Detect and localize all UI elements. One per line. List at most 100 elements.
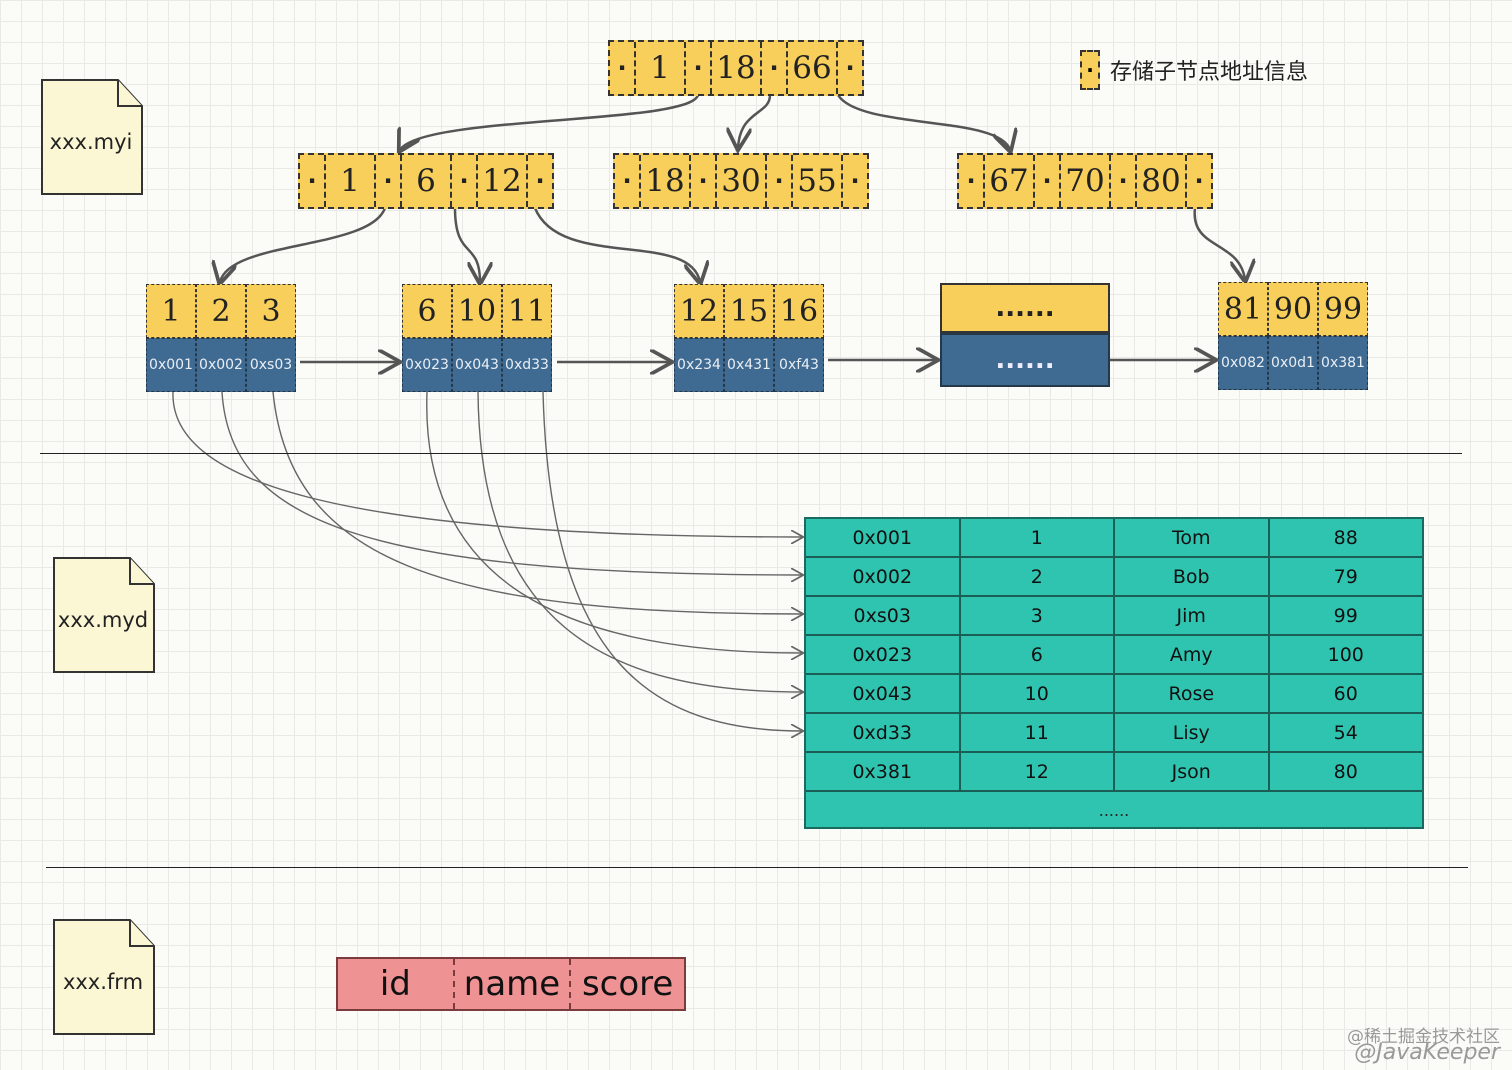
pointer-cell: · (610, 42, 636, 94)
table-row: 0xs03 3 Jim 99 (806, 597, 1422, 636)
myd-data-table: 0x001 1 Tom 88 0x002 2 Bob 79 0xs03 3 Ji… (804, 517, 1424, 829)
watermark-line2: @JavaKeeper (1354, 1040, 1500, 1065)
table-cell: Bob (1115, 558, 1270, 595)
table-cell: 60 (1333, 682, 1358, 705)
arrow-addr-to-row-4 (426, 391, 802, 653)
watermark-line1: @稀土掘金技术社区 (1347, 1027, 1500, 1047)
arrow-root-to-internal-2 (738, 94, 772, 148)
leaf-address: 0x234 (674, 338, 724, 392)
table-cell: Json (1115, 753, 1270, 790)
table-cell: 6 (961, 636, 1115, 673)
table-cell: 0x001 (806, 519, 961, 556)
file-icon-myd: xxx.myd (52, 556, 155, 673)
leaf-key: 15 (724, 284, 774, 338)
arrow-addr-to-row-6 (542, 391, 802, 731)
table-cell: 0x043 (806, 675, 961, 712)
table-cell: 11 (961, 714, 1115, 751)
leaf-node-4: 81 90 99 0x082 0x0d1 0x381 (1218, 282, 1368, 390)
table-cell: Lisy (1115, 714, 1270, 751)
key-cell: 18 (641, 155, 691, 207)
key-cell: 1 (636, 42, 686, 94)
table-cell: 10 (961, 675, 1115, 712)
frm-columns-box: id name score (336, 957, 686, 1011)
table-more-rows: ...... (1098, 801, 1130, 820)
table-cell: 0xd33 (806, 714, 961, 751)
key-cell: 67 (985, 155, 1035, 207)
pointer-cell: · (300, 155, 326, 207)
table-cell: 80 (1333, 760, 1358, 783)
pointer-cell: · (1035, 155, 1061, 207)
pointer-cell: · (850, 167, 860, 195)
key-cell: 55 (793, 155, 843, 207)
table-cell: Tom (1115, 519, 1270, 556)
pointer-cell: · (845, 54, 855, 82)
leaf-key: 10 (452, 284, 502, 338)
table-cell: 0x002 (806, 558, 961, 595)
legend-pointer-swatch: · (1080, 50, 1100, 90)
table-row: 0x002 2 Bob 79 (806, 558, 1422, 597)
leaf-address: 0x082 (1218, 336, 1268, 390)
leaf-key: 6 (402, 284, 452, 338)
internal-node-2: · 18 · 30 · 55 · (613, 153, 869, 209)
table-cell: 3 (961, 597, 1115, 634)
pointer-cell: · (691, 155, 717, 207)
internal-node-1: · 1 · 6 · 12 · (298, 153, 554, 209)
leaf-key: 11 (502, 284, 552, 338)
table-cell: 2 (961, 558, 1115, 595)
arrow-internal-to-leaf-2 (453, 207, 480, 282)
arrow-internal-to-leaf-4 (1193, 207, 1245, 280)
ellipsis-addrs: ...... (940, 333, 1110, 387)
leaf-address: 0x381 (1318, 336, 1368, 390)
leaf-node-3: 12 15 16 0x234 0x431 0xf43 (674, 284, 824, 392)
leaf-address: 0x023 (402, 338, 452, 392)
pointer-cell: · (1111, 155, 1137, 207)
leaf-key: 99 (1318, 282, 1368, 336)
frm-column-score: score (581, 964, 674, 1004)
pointer-cell: · (452, 155, 478, 207)
leaf-address: 0xd33 (502, 338, 552, 392)
pointer-cell: · (535, 167, 545, 195)
file-icon-frm: xxx.frm (52, 918, 155, 1035)
pointer-cell: · (959, 155, 985, 207)
document-icon (41, 79, 143, 195)
arrow-addr-to-row-5 (477, 391, 802, 692)
leaf-address: 0xs03 (246, 338, 296, 392)
leaf-address: 0x0d1 (1268, 336, 1318, 390)
legend-text: 存储子节点地址信息 (1110, 60, 1309, 85)
leaf-key: 16 (774, 284, 824, 338)
ellipsis-keys: ...... (940, 283, 1110, 333)
arrow-root-to-internal-3 (836, 94, 1010, 150)
table-cell: 54 (1333, 721, 1358, 744)
leaf-node-1: 1 2 3 0x001 0x002 0xs03 (146, 284, 296, 392)
leaf-node-2: 6 10 11 0x023 0x043 0xd33 (402, 284, 552, 392)
frm-column-name: name (455, 959, 572, 1009)
arrow-internal-to-leaf-1 (220, 207, 387, 282)
leaf-address: 0x431 (724, 338, 774, 392)
arrow-addr-to-row-2 (221, 391, 802, 575)
arrow-root-to-internal-1 (400, 94, 700, 150)
file-label-myi: xxx.myi (49, 130, 133, 154)
leaf-key: 3 (246, 284, 296, 338)
divider-top (40, 453, 1462, 454)
pointer-cell: · (615, 155, 641, 207)
table-cell: 0x023 (806, 636, 961, 673)
leaf-key: 12 (674, 284, 724, 338)
pointer-cell: · (376, 155, 402, 207)
table-cell: 0xs03 (806, 597, 961, 634)
table-row: 0x023 6 Amy 100 (806, 636, 1422, 675)
table-cell: 99 (1333, 604, 1358, 627)
leaf-key: 81 (1218, 282, 1268, 336)
arrow-addr-to-row-1 (172, 391, 802, 537)
file-label-myd: xxx.myd (57, 608, 149, 632)
pointer-cell: · (767, 155, 793, 207)
key-cell: 30 (717, 155, 767, 207)
arrow-addr-to-row-3 (272, 391, 802, 614)
leaf-key: 1 (146, 284, 196, 338)
pointer-cell: · (686, 42, 712, 94)
frm-column-id: id (338, 959, 455, 1009)
key-cell: 12 (478, 155, 528, 207)
pointer-cell: · (1194, 167, 1204, 195)
table-cell: 0x381 (806, 753, 961, 790)
internal-node-3: · 67 · 70 · 80 · (957, 153, 1213, 209)
table-cell: 88 (1333, 526, 1358, 549)
